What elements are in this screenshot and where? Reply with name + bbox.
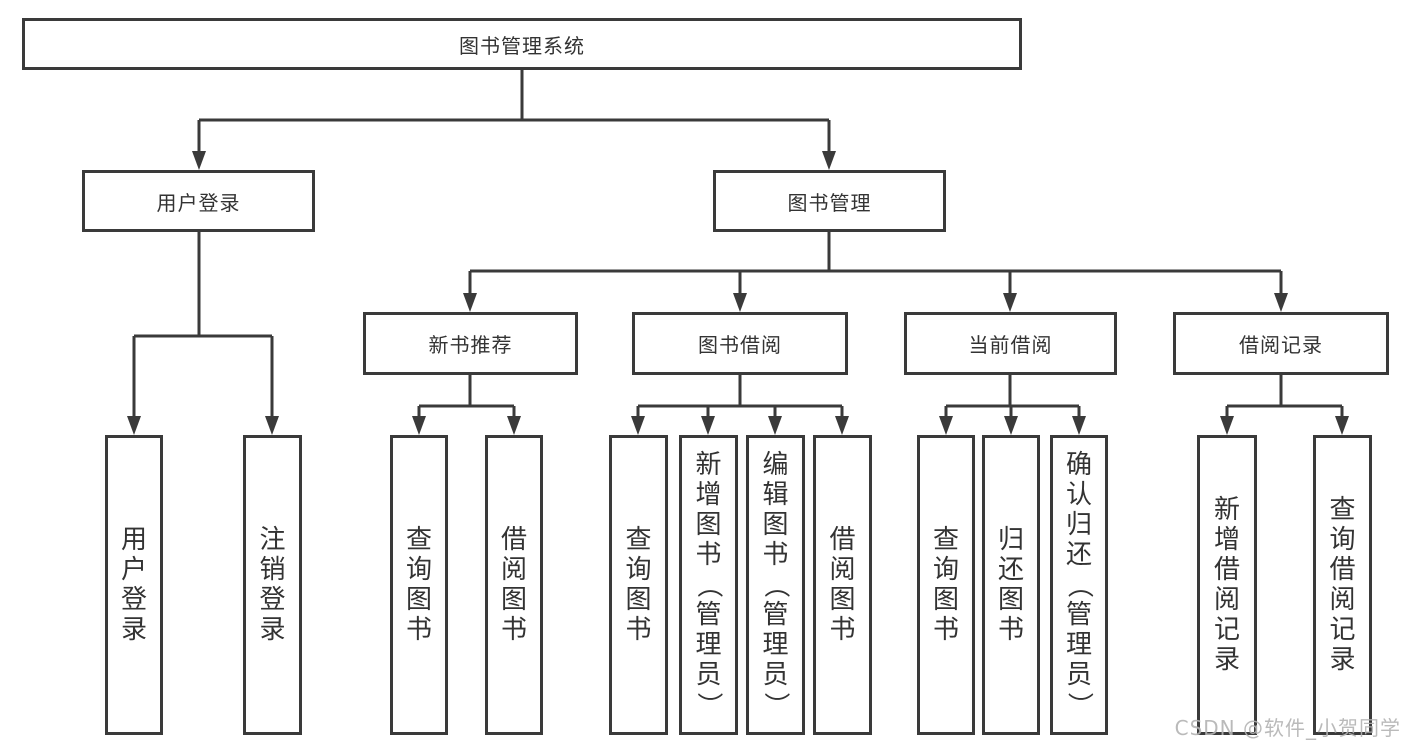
node-label: 新书推荐 — [428, 333, 513, 357]
leaf-query-books-borrowing: 查询图书 — [609, 435, 668, 735]
node-label: 当前借阅 — [968, 333, 1053, 357]
node-new-book-recommend: 新书推荐 — [363, 312, 578, 375]
leaf-edit-book-admin: 编辑图书（管理员） — [746, 435, 805, 735]
leaf-confirm-return-admin: 确认归还（管理员） — [1050, 435, 1108, 735]
node-borrowing-records: 借阅记录 — [1173, 312, 1389, 375]
leaf-user-login: 用户登录 — [105, 435, 163, 735]
leaf-query-books-recommend: 查询图书 — [390, 435, 448, 735]
leaf-add-book-admin: 新增图书（管理员） — [679, 435, 738, 735]
leaf-return-book: 归还图书 — [982, 435, 1040, 735]
node-current-borrowing: 当前借阅 — [904, 312, 1117, 375]
leaf-logout: 注销登录 — [243, 435, 302, 735]
leaf-borrow-books-borrowing: 借阅图书 — [813, 435, 872, 735]
node-label: 用户登录 — [156, 190, 241, 215]
node-label: 图书管理 — [787, 190, 872, 215]
node-label: 图书借阅 — [698, 333, 782, 357]
node-user-login: 用户登录 — [82, 170, 315, 232]
leaf-add-borrow-record: 新增借阅记录 — [1197, 435, 1257, 735]
node-book-borrowing: 图书借阅 — [632, 312, 848, 375]
leaf-query-books-current: 查询图书 — [917, 435, 975, 735]
leaf-borrow-books-recommend: 借阅图书 — [485, 435, 543, 735]
csdn-watermark: CSDN @软件_小贺同学 — [1174, 716, 1401, 740]
node-label: 图书管理系统 — [459, 33, 585, 58]
leaf-query-borrow-record: 查询借阅记录 — [1313, 435, 1372, 735]
node-root-library-system: 图书管理系统 — [22, 18, 1022, 70]
arrowheads — [127, 151, 1349, 435]
node-label: 借阅记录 — [1239, 333, 1323, 357]
node-book-management: 图书管理 — [713, 170, 946, 232]
